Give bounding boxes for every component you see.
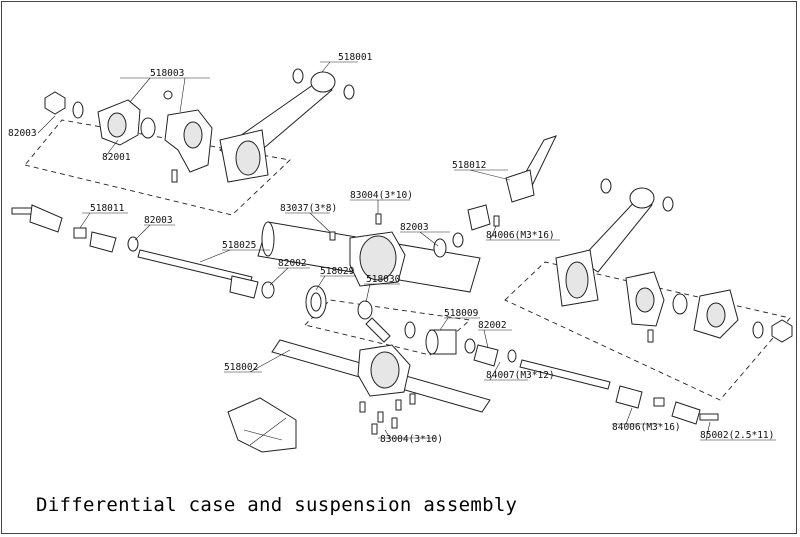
part-labels: 518001 518003 82003 82001 518011 82003 5… — [8, 52, 774, 445]
label-82003-c: 82003 — [400, 222, 429, 233]
label-518002: 518002 — [224, 362, 258, 373]
label-83037: 83037(3*8) — [280, 203, 337, 214]
label-82002-b: 82002 — [478, 320, 507, 331]
label-518030: 518030 — [366, 274, 401, 285]
label-518009: 518009 — [444, 308, 479, 319]
right-suspension-group — [555, 178, 793, 343]
label-83004-top: 83004(3*10) — [350, 190, 413, 201]
axle-tube-assembly — [257, 213, 481, 293]
label-518011: 518011 — [90, 203, 125, 214]
label-84007: 84007(M3*12) — [486, 370, 555, 381]
label-82001: 82001 — [102, 152, 131, 163]
label-83004-bottom: 83004(3*10) — [380, 434, 443, 445]
left-group-outline — [24, 119, 291, 216]
label-85002: 85002(2.5*11) — [700, 430, 774, 441]
label-84006-bottom: 84006(M3*16) — [612, 422, 681, 433]
bottom-screws — [359, 393, 416, 435]
label-82003-a: 82003 — [8, 128, 37, 139]
label-518029: 518029 — [320, 266, 355, 277]
right-upper-shaft — [467, 135, 557, 231]
right-driveshaft-group — [519, 359, 719, 425]
label-82002-a: 82002 — [278, 258, 307, 269]
center-group-outline — [304, 299, 472, 356]
diagram-caption: Differential case and suspension assembl… — [36, 494, 518, 516]
diff-gears — [305, 285, 517, 367]
lower-axle-case — [227, 339, 491, 453]
label-518025: 518025 — [222, 240, 256, 251]
label-518001: 518001 — [338, 52, 373, 63]
label-84006-top: 84006(M3*16) — [486, 230, 555, 241]
right-group-outline — [504, 261, 791, 401]
upper-link-left — [219, 68, 355, 183]
label-518012: 518012 — [452, 160, 486, 171]
label-82003-b: 82003 — [144, 215, 173, 226]
label-518003: 518003 — [150, 68, 184, 79]
leader-lines — [37, 61, 776, 441]
left-driveshaft-group — [11, 204, 275, 299]
left-knuckle-group — [44, 90, 213, 183]
